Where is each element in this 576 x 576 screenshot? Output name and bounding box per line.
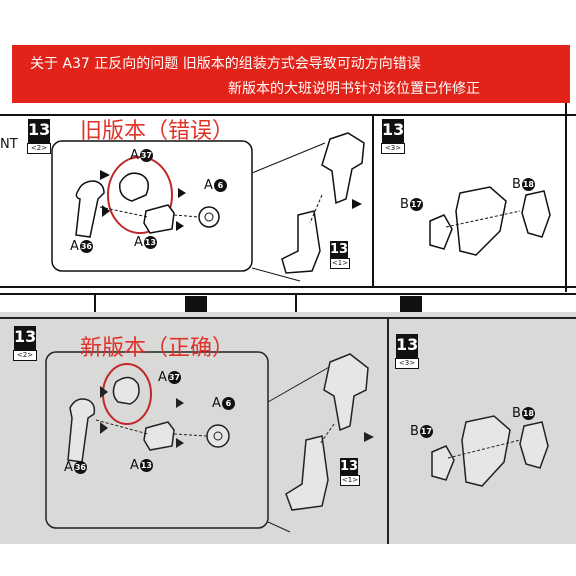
step-number-box: 13 <box>28 119 50 143</box>
cropped-side-text: NT <box>0 137 18 152</box>
step-sub-label-new-right: <3> <box>395 358 419 369</box>
old-version-title: 旧版本（错误） <box>80 119 235 144</box>
old-version-drawing <box>0 103 576 303</box>
step-number-box-right: 13 <box>382 119 404 143</box>
red-notice-banner: 关于 A37 正反向的问题 旧版本的组装方式会导致可动方向错误 新版本的大班说明… <box>12 45 570 103</box>
small-step-box: 13 <box>330 241 349 259</box>
banner-line-1: 关于 A37 正反向的问题 旧版本的组装方式会导致可动方向错误 <box>30 56 421 72</box>
step-number-box-new: 13 <box>14 326 36 350</box>
new-version-drawing <box>0 317 576 544</box>
step-sub-label-new: <2> <box>13 350 37 361</box>
section-separator <box>0 292 576 312</box>
new-version-title: 新版本（正确） <box>80 336 235 361</box>
separator-lines <box>0 293 576 312</box>
step-sub-label: <2> <box>27 143 51 154</box>
small-step-box-new: 13 <box>340 458 359 476</box>
step-number-box-new-right: 13 <box>396 334 418 358</box>
small-step-sub-label: <1> <box>330 258 350 269</box>
banner-line-2: 新版本的大班说明书针对该位置已作修正 <box>228 81 480 97</box>
small-step-sub-label-new: <1> <box>340 475 360 486</box>
step-sub-label-right: <3> <box>381 143 405 154</box>
